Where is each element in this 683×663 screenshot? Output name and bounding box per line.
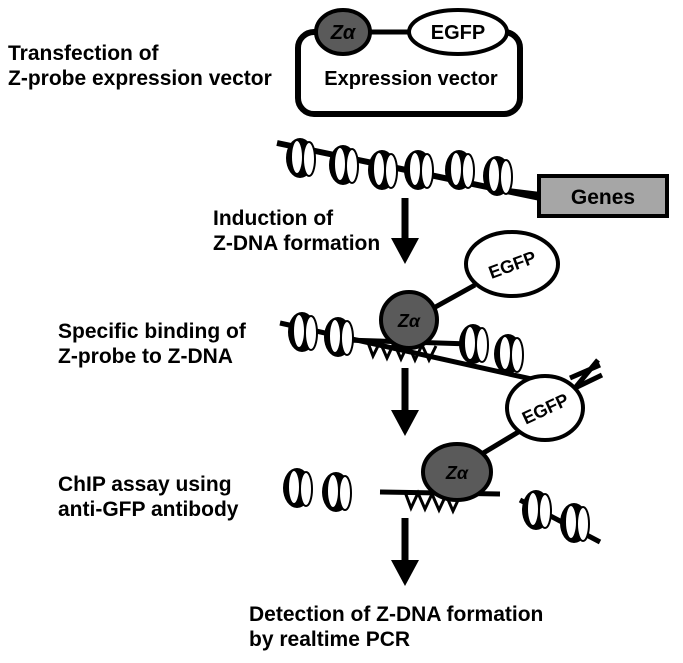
chromatin-fiber: Genes xyxy=(276,137,669,218)
arrow-detection xyxy=(391,518,419,586)
egfp-domain-chip xyxy=(505,374,585,442)
egfp-domain-bound xyxy=(464,230,560,298)
zalpha-domain-vector xyxy=(314,8,372,56)
step-chip-line2: anti-GFP antibody xyxy=(58,497,239,521)
arrow-chip xyxy=(391,368,419,436)
expression-vector: Zα EGFP Expression vector xyxy=(295,8,523,117)
zalpha-label-chip: Zα xyxy=(445,463,469,483)
z-probe-binding: Zα EGFP xyxy=(279,230,560,385)
step-induction-label: Induction of Z-DNA formation xyxy=(213,207,380,257)
zalpha-label-bound: Zα xyxy=(397,311,421,331)
genes-box xyxy=(537,174,669,218)
step-induction-line1: Induction of xyxy=(213,207,334,230)
egfp-label-vector: EGFP xyxy=(431,22,485,44)
step-detection-label: Detection of Z-DNA formation by realtime… xyxy=(249,603,543,653)
antibody-icon xyxy=(569,358,604,391)
step-binding-line2: Z-probe to Z-DNA xyxy=(58,344,233,368)
step-chip-line1: ChIP assay using xyxy=(58,473,232,496)
vector-caption: Expression vector xyxy=(324,68,498,90)
step-induction-line2: Z-DNA formation xyxy=(213,231,381,255)
zalpha-domain-chip xyxy=(421,442,493,502)
step-transfection-line1: Transfection of xyxy=(8,42,159,65)
arrow-induction xyxy=(391,198,419,264)
step-detection-line1: Detection of Z-DNA formation xyxy=(249,603,544,626)
step-transfection-label: Transfection of Z-probe expression vecto… xyxy=(8,42,272,92)
egfp-domain-vector xyxy=(407,8,509,56)
step-binding-line1: Specific binding of xyxy=(58,320,246,343)
chip-complex: Zα EGFP xyxy=(282,358,604,545)
genes-label: Genes xyxy=(571,186,635,209)
step-detection-line2: by realtime PCR xyxy=(249,627,411,651)
step-binding-label: Specific binding of Z-probe to Z-DNA xyxy=(58,320,246,370)
zalpha-domain-bound xyxy=(379,290,439,350)
step-chip-label: ChIP assay using anti-GFP antibody xyxy=(58,473,238,523)
zalpha-label-vector: Zα xyxy=(330,22,357,44)
step-transfection-line2: Z-probe expression vector xyxy=(8,66,272,90)
